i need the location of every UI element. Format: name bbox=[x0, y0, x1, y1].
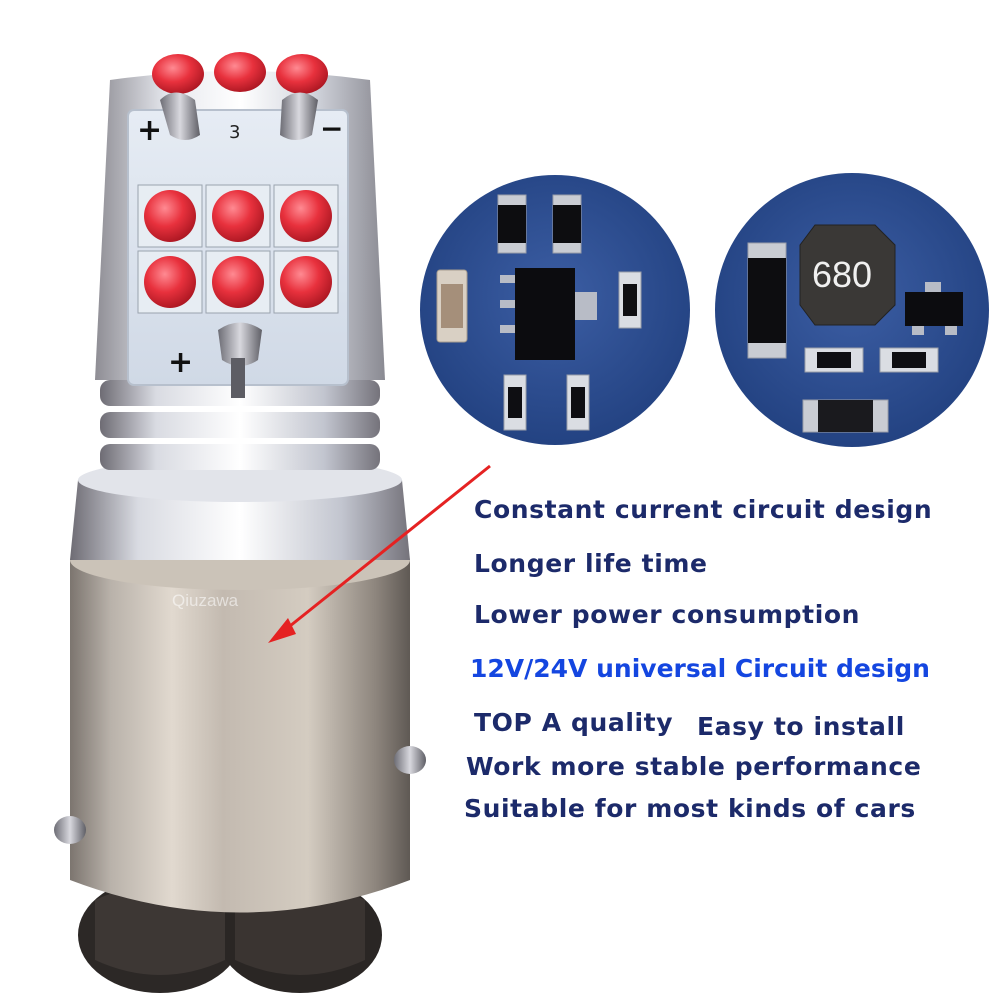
watermark-text: Qiuzawa bbox=[172, 591, 239, 610]
bulb-cylinder-base bbox=[54, 530, 426, 913]
pointer-arrow bbox=[268, 464, 491, 643]
circuit-closeup-left bbox=[420, 175, 690, 445]
top-leds bbox=[152, 52, 328, 94]
feature-universal-circuit: 12V/24V universal Circuit design bbox=[470, 654, 930, 683]
led-grid bbox=[137, 184, 339, 314]
inductor-label: 680 bbox=[812, 254, 872, 295]
board-terminals bbox=[160, 92, 318, 398]
feature-easy-install: Easy to install bbox=[697, 712, 905, 741]
feature-top-quality: TOP A quality bbox=[474, 708, 674, 737]
bulb-collar bbox=[70, 458, 410, 560]
feature-stable-performance: Work more stable performance bbox=[466, 752, 922, 781]
board-minus-sign: − bbox=[320, 112, 343, 145]
board-plus-sign: + bbox=[137, 113, 162, 148]
circuit-closeup-right bbox=[715, 173, 989, 447]
feature-suitable-cars: Suitable for most kinds of cars bbox=[464, 794, 916, 823]
board-plus-sign-bottom: + bbox=[168, 345, 193, 380]
feature-longer-life: Longer life time bbox=[474, 549, 708, 578]
feature-constant-current: Constant current circuit design bbox=[474, 495, 933, 524]
feature-lower-power: Lower power consumption bbox=[474, 600, 861, 629]
board-number-label: 3 bbox=[229, 122, 240, 143]
